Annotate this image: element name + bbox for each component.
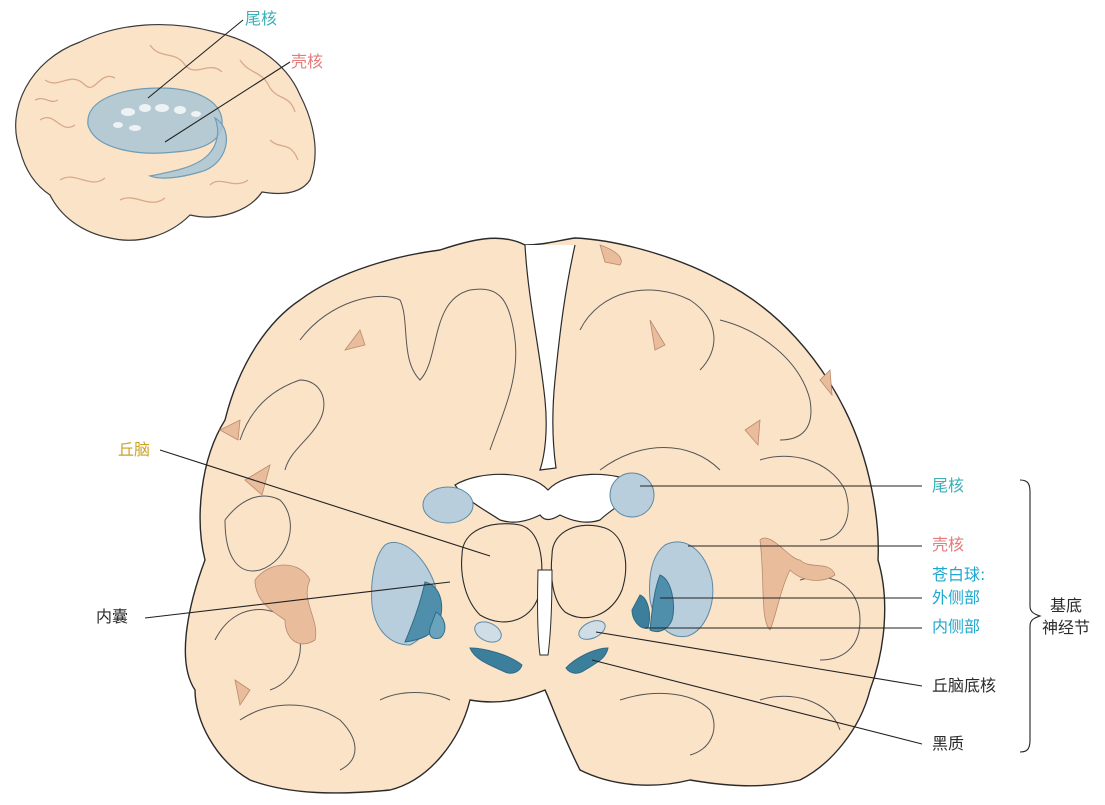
basal-ganglia-brace <box>1020 480 1040 752</box>
label-subthalamic: 丘脑底核 <box>932 676 996 696</box>
left-caudate-nucleus <box>423 487 473 523</box>
left-thalamus <box>462 524 542 622</box>
label-basal-ganglia-1: 基底 <box>1050 596 1082 616</box>
lateral-caudate-shape <box>88 88 222 153</box>
right-caudate-nucleus <box>610 473 654 517</box>
lateral-brain-view <box>16 20 315 240</box>
label-putamen-small: 壳核 <box>291 52 323 72</box>
label-basal-ganglia-2: 神经节 <box>1042 618 1090 638</box>
label-globus-pallidus: 苍白球: <box>932 565 985 585</box>
coronal-section <box>185 238 884 793</box>
label-caudate: 尾核 <box>932 476 964 496</box>
label-caudate-small: 尾核 <box>245 9 277 29</box>
label-external: 外侧部 <box>932 588 980 608</box>
label-substantia-nigra: 黑质 <box>932 734 964 754</box>
label-thalamus: 丘脑 <box>118 440 150 460</box>
label-internal: 内侧部 <box>932 617 980 637</box>
label-putamen: 壳核 <box>932 535 964 555</box>
label-internal-capsule: 内囊 <box>96 607 128 627</box>
third-ventricle <box>538 570 552 655</box>
